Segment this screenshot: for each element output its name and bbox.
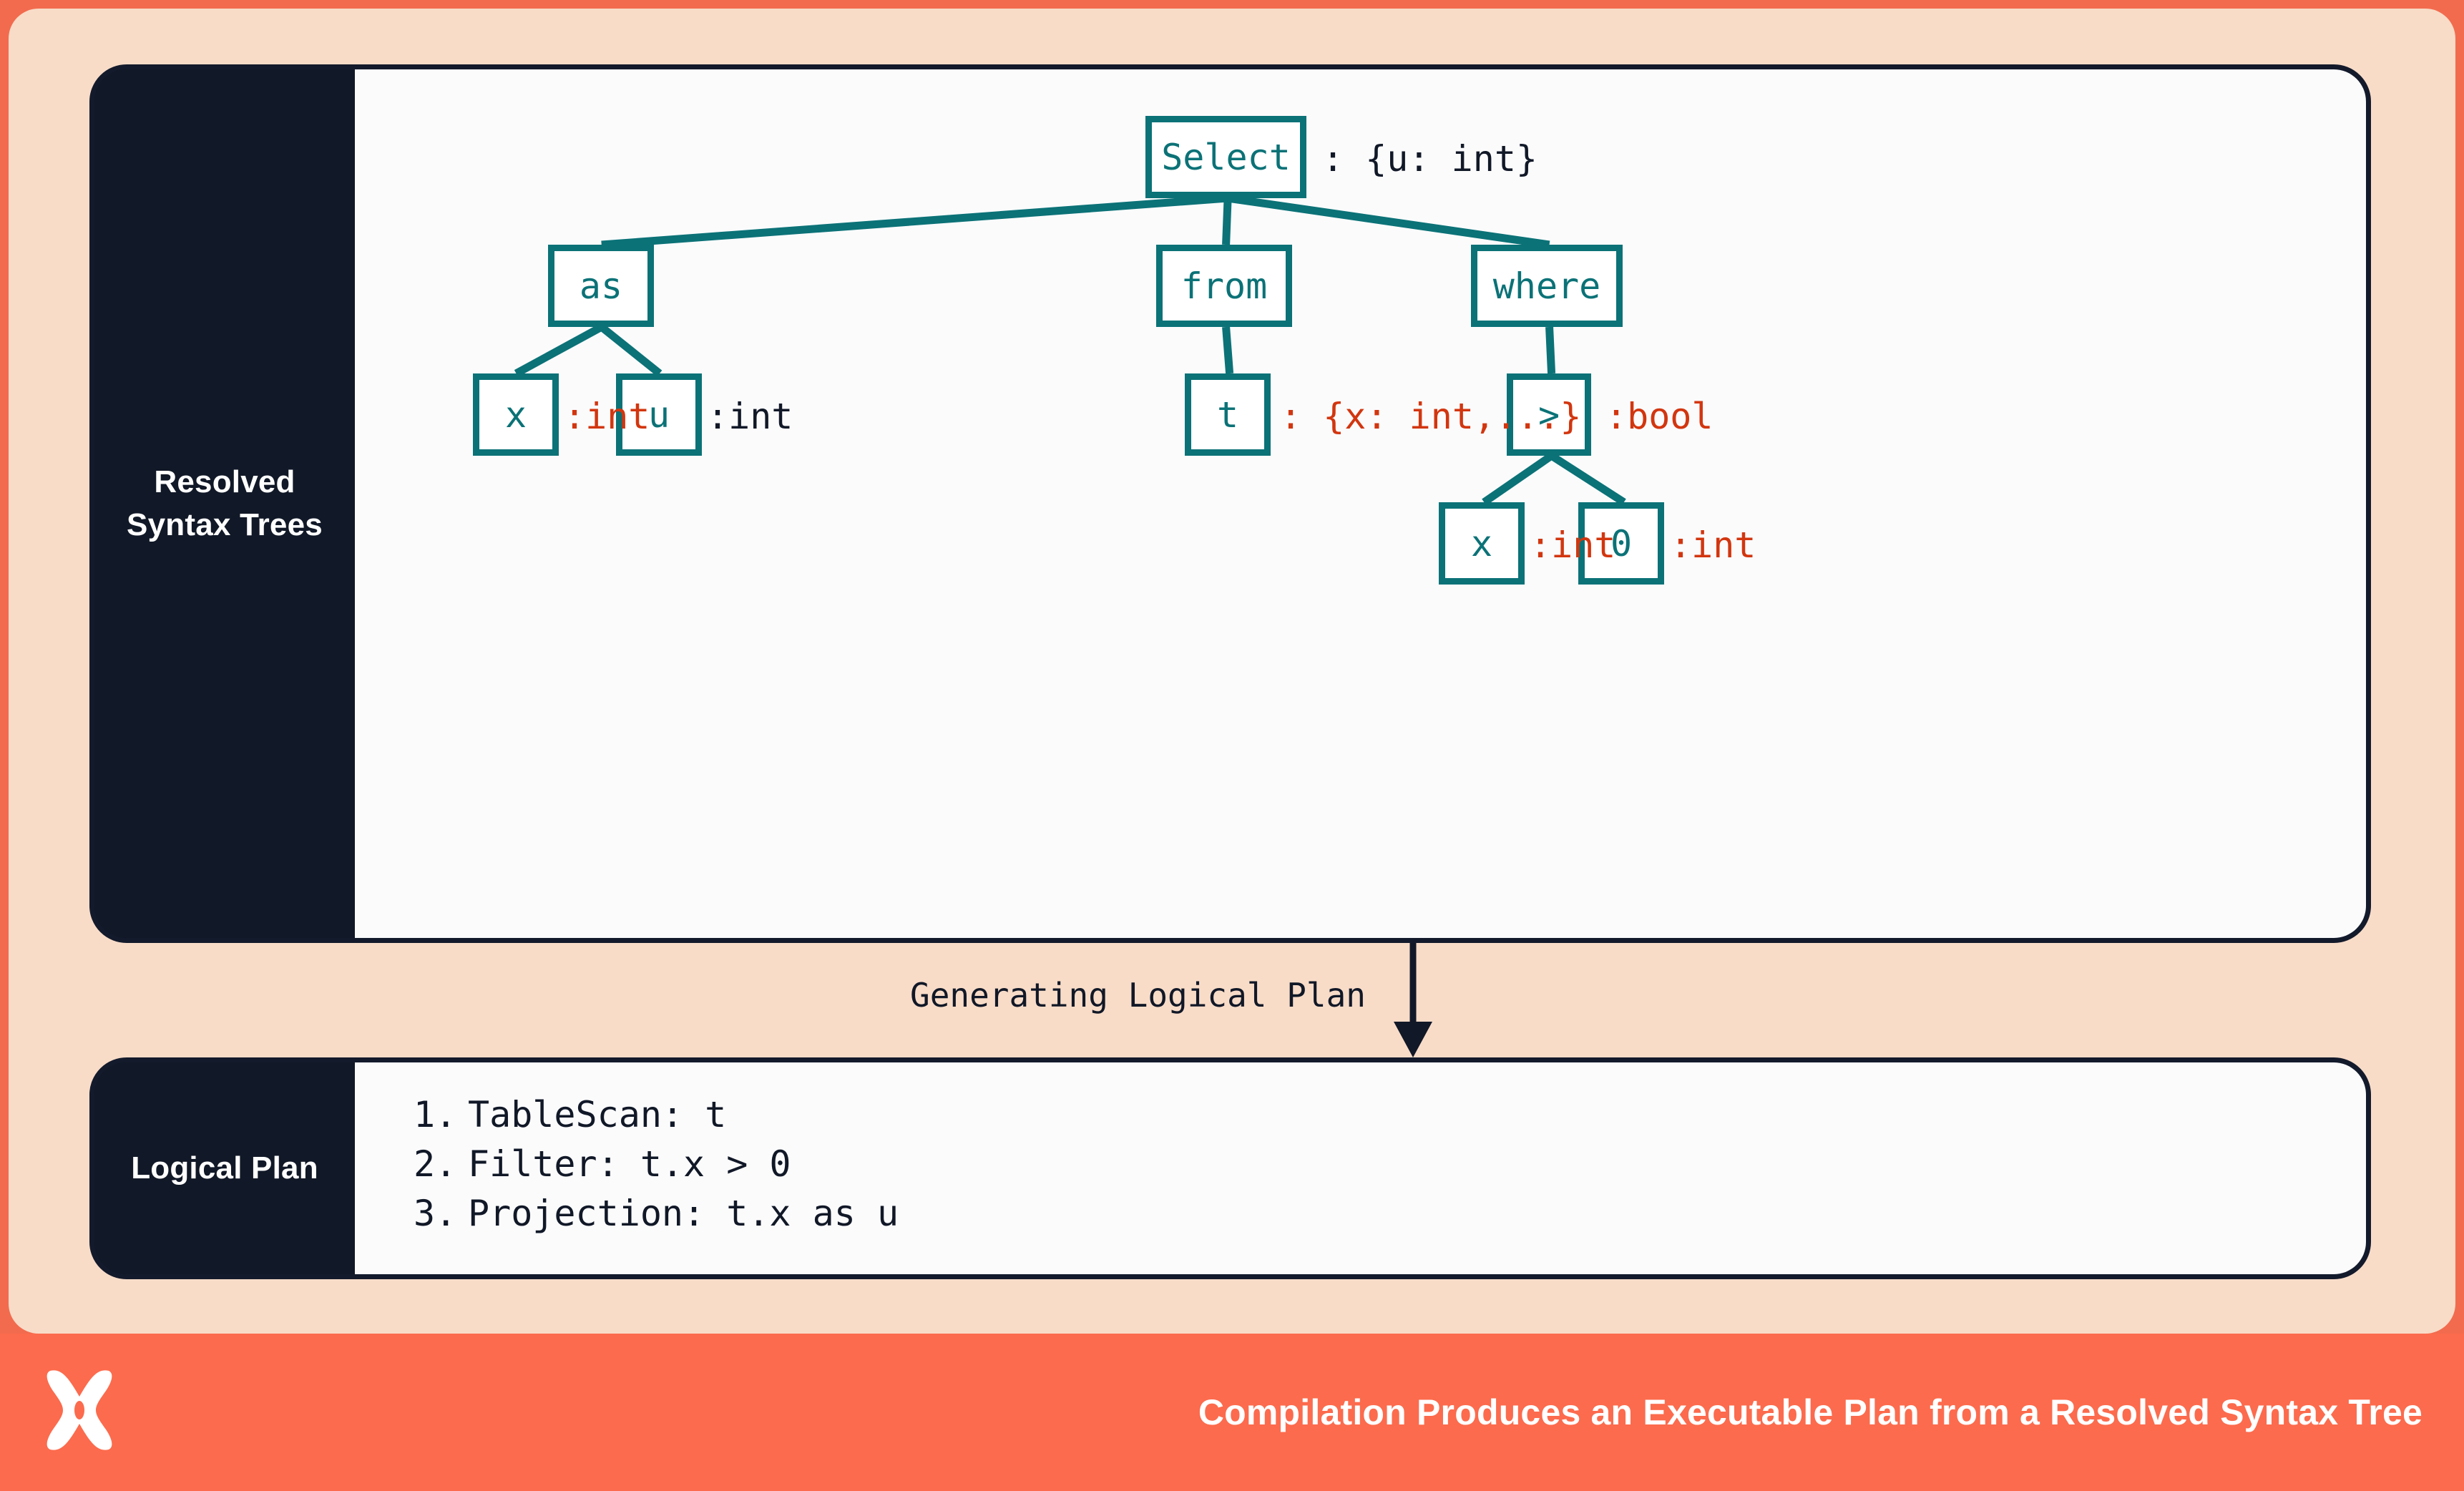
plan-step-1: 1. TableScan: t: [414, 1094, 899, 1135]
plan-step-2: 2. Filter: t.x > 0: [414, 1143, 899, 1185]
trees-rail-label: Resolved Syntax Trees: [127, 461, 323, 547]
plan-step-number: 3.: [414, 1193, 457, 1234]
trees-rail-label-line1: Resolved: [154, 464, 295, 500]
type-annotation-anno-select: : {u: int}: [1322, 138, 1538, 180]
type-annotation-anno-gt-0: :int: [1670, 524, 1756, 566]
flow-label: Generating Logical Plan: [910, 976, 1366, 1015]
plan-step-number: 1.: [414, 1094, 457, 1135]
type-annotation-anno-from-t: : {x: int,...}: [1280, 396, 1582, 437]
plan-rail-label: Logical Plan: [131, 1150, 318, 1186]
butterfly-x-logo-icon: [47, 1370, 112, 1450]
plan-rail: Logical Plan: [94, 1062, 355, 1274]
trees-rail: Resolved Syntax Trees: [94, 69, 355, 938]
resolved-syntax-trees-card: Resolved Syntax Trees Select as from where x…: [89, 64, 2371, 943]
plan-step-text: Filter: t.x > 0: [468, 1143, 791, 1185]
plan-step-text: TableScan: t: [468, 1094, 727, 1135]
tree-node-as-x: x: [473, 373, 559, 456]
type-annotation-anno-gt: :bool: [1605, 396, 1713, 437]
trees-rail-label-line2: Syntax Trees: [127, 507, 323, 542]
tree-node-where: where: [1471, 245, 1623, 327]
tree-edge-as-to-as-x: [514, 323, 604, 377]
tree-edge-as-to-as-u: [599, 323, 663, 377]
tree-node-select: Select: [1145, 116, 1306, 198]
banner-caption: Compilation Produces an Executable Plan …: [1198, 1392, 2423, 1432]
tree-edge-select-to-where: [1227, 194, 1550, 249]
plan-step-number: 2.: [414, 1143, 457, 1185]
tree-edge-gt-to-gt-0: [1549, 452, 1626, 506]
tree-node-gt-x: x: [1439, 502, 1525, 585]
plan-step-3: 3. Projection: t.x as u: [414, 1193, 899, 1234]
logical-plan-card: Logical Plan 1. TableScan: t 2. Filter: t.x…: [89, 1057, 2371, 1279]
tree-node-as: as: [548, 245, 654, 327]
type-annotation-anno-as-u: :int: [707, 396, 793, 437]
tree-edge-select-to-as: [601, 194, 1228, 249]
tree-edge-gt-to-gt-x: [1482, 452, 1554, 506]
tree-edge-select-to-from: [1222, 197, 1232, 245]
tree-node-from: from: [1156, 245, 1292, 327]
plan-card-body: 1. TableScan: t 2. Filter: t.x > 0 3. Project…: [355, 1062, 2366, 1274]
flow-arrow-icon: [1394, 943, 1432, 1057]
tree-edges-svg: [514, 194, 1626, 506]
tree-node-from-t: t: [1185, 373, 1271, 456]
tree-edge-where-to-gt: [1545, 326, 1556, 374]
tree-node-gt: >: [1507, 373, 1591, 456]
logical-plan-step-list: 1. TableScan: t 2. Filter: t.x > 0 3. Project…: [414, 1094, 899, 1234]
tree-node-gt-0: 0: [1578, 502, 1664, 585]
bottom-banner: Compilation Produces an Executable Plan …: [0, 1334, 2464, 1491]
type-annotation-anno-as-x: :int: [564, 396, 650, 437]
plan-step-text: Projection: t.x as u: [468, 1193, 899, 1234]
tree-edge-from-to-from-t: [1222, 326, 1234, 374]
type-annotation-anno-gt-x: :int: [1530, 524, 1616, 566]
tree-node-as-u: u: [616, 373, 702, 456]
